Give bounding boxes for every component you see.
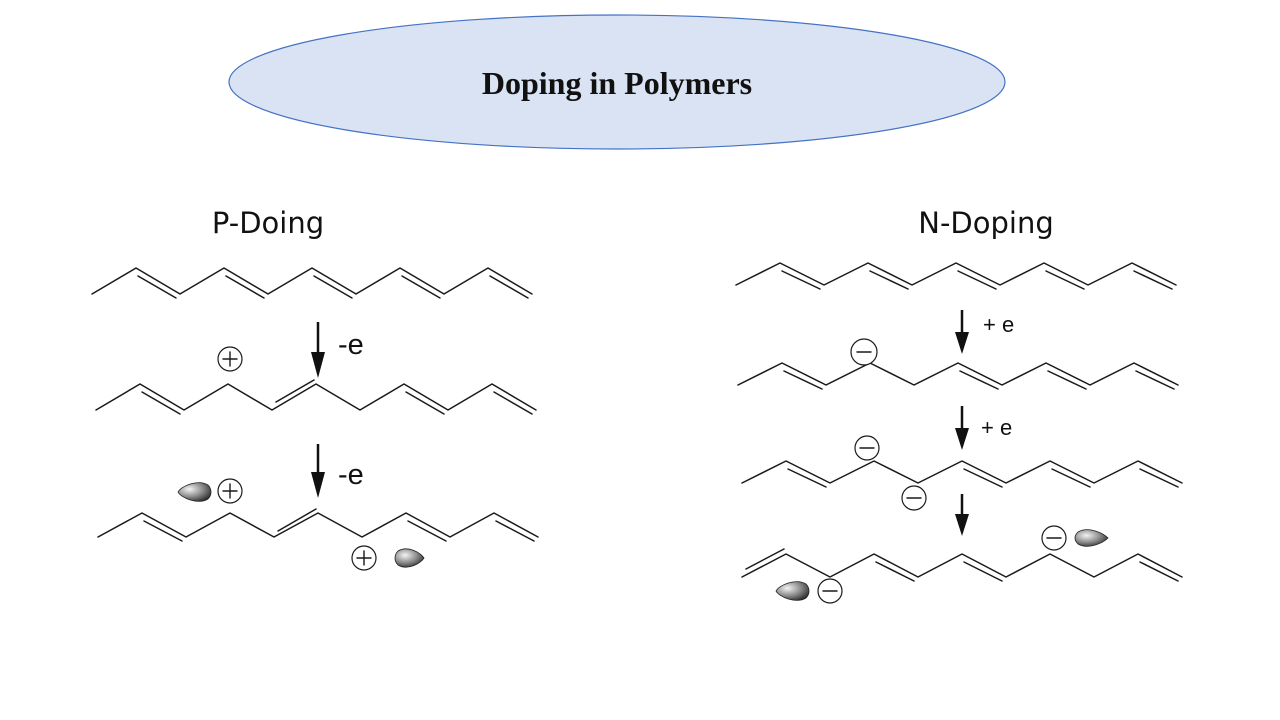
negative-charge-icon [850, 338, 878, 366]
p-doping-panel: -e -e [91, 267, 539, 571]
radical-orbital-icon [177, 482, 212, 502]
n-doping-heading: N-Doping [918, 206, 1053, 240]
n-step1-arrow [955, 310, 969, 354]
n-chain-neutral [735, 262, 1177, 290]
negative-charge-icon [1041, 525, 1067, 551]
p-step1-label: -e [338, 329, 364, 361]
radical-orbital-icon [394, 548, 425, 568]
n-step2-arrow [955, 406, 969, 450]
n-chain-polaron [737, 362, 1179, 390]
negative-charge-icon [901, 485, 927, 511]
title-ellipse [228, 14, 1006, 150]
n-step3-arrow [955, 494, 969, 536]
n-chain-bipolaron-intermediate [741, 460, 1183, 488]
positive-charge-icon [217, 346, 243, 372]
negative-charge-icon [817, 578, 843, 604]
page-title: Doping in Polymers [482, 65, 752, 101]
n-step2-label: + e [981, 415, 1012, 440]
radical-orbital-icon [1074, 529, 1109, 547]
p-chain-bipolaron [97, 508, 539, 542]
n-step1-label: + e [983, 312, 1014, 337]
n-doping-panel: + e + e [735, 262, 1183, 604]
n-chain-bipolaron [741, 548, 1183, 582]
positive-charge-icon [217, 478, 243, 504]
p-step1-arrow [311, 322, 325, 378]
p-chain-neutral [91, 267, 533, 299]
p-chain-polaron [95, 379, 537, 415]
p-step2-arrow [311, 444, 325, 498]
negative-charge-icon [854, 435, 880, 461]
radical-orbital-icon [775, 581, 810, 601]
positive-charge-icon [351, 545, 377, 571]
title-banner: Doping in Polymers [228, 14, 1006, 150]
p-step2-label: -e [338, 459, 364, 491]
p-doping-heading: P-Doing [212, 206, 324, 240]
